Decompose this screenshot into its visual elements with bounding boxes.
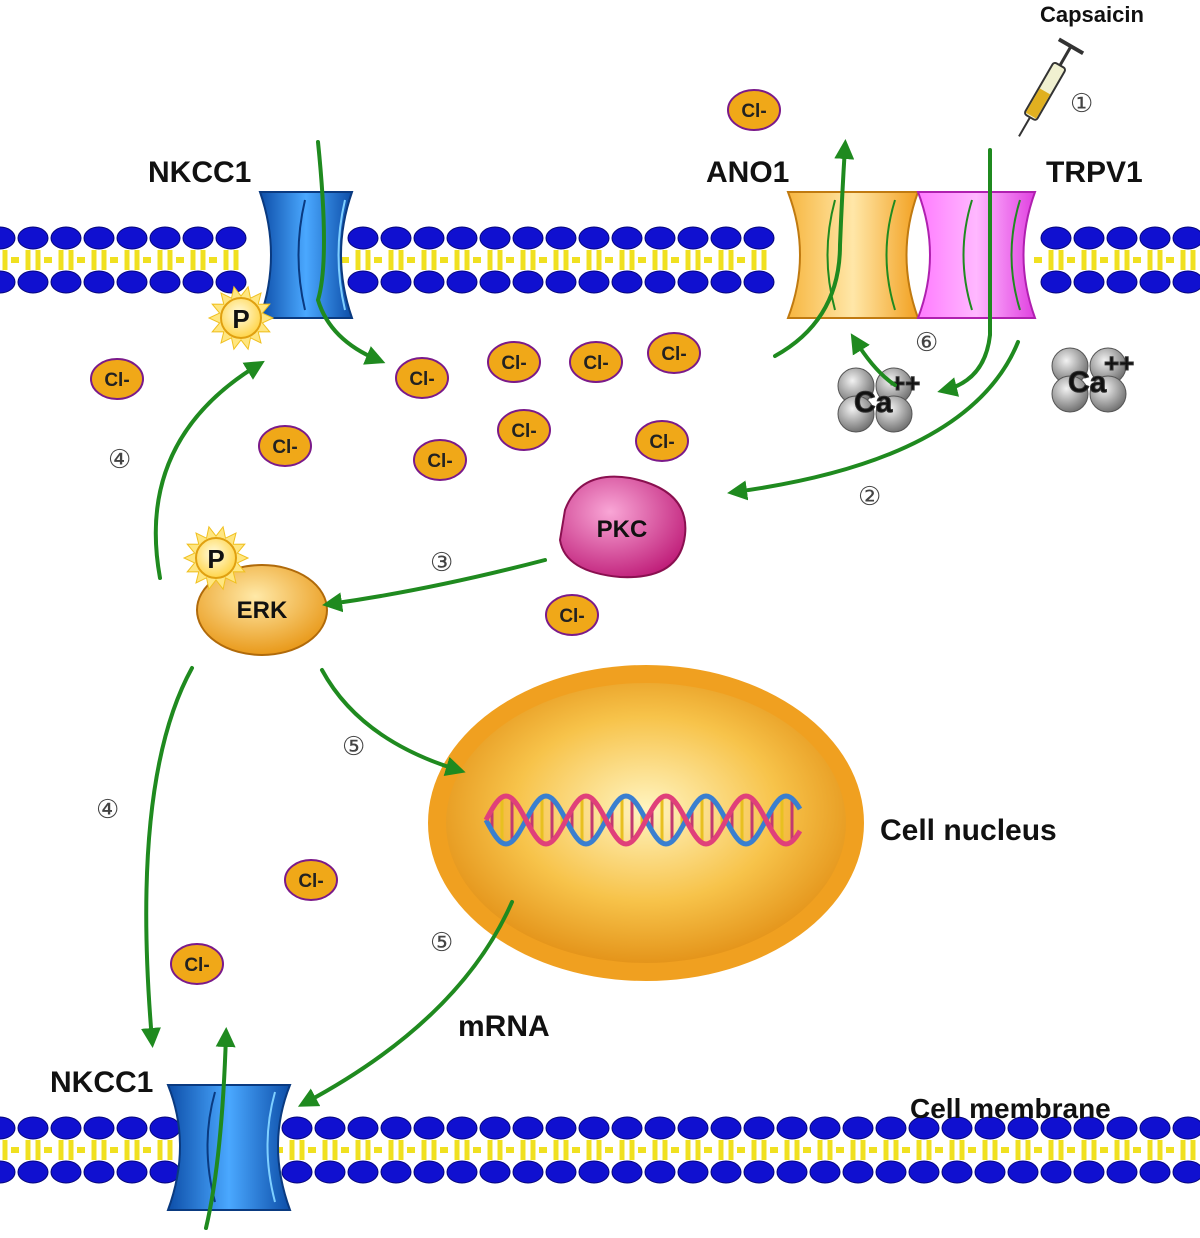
svg-text:Cl-: Cl- xyxy=(427,451,452,472)
cell-membrane-bottom xyxy=(0,1116,1200,1184)
arrow-trpv1-calcium xyxy=(937,148,992,397)
calcium-ion-2: Ca ++ xyxy=(1051,347,1135,413)
chloride-ion: Cl- xyxy=(545,594,599,636)
svg-text:ERK: ERK xyxy=(237,597,288,624)
step-6-label: ⑥ xyxy=(915,328,938,358)
cell-nucleus xyxy=(428,665,864,981)
chloride-ion: Cl- xyxy=(569,341,623,383)
nkcc1-bottom-label: NKCC1 xyxy=(50,1066,153,1099)
step-1-label: ① xyxy=(1070,89,1093,119)
chloride-ions: Cl- Cl- Cl- Cl- Cl- Cl- Cl- Cl- Cl- Cl- Cl- Cl- Cl- xyxy=(90,89,781,985)
svg-text:Cl-: Cl- xyxy=(661,344,686,365)
svg-text:++: ++ xyxy=(1104,348,1134,378)
chloride-ion: Cl- xyxy=(497,409,551,451)
arrow-erk-nkcc1-top xyxy=(153,360,265,580)
step-5-label-top: ⑤ xyxy=(342,732,365,762)
svg-text:Cl-: Cl- xyxy=(649,432,674,453)
nkcc1-top-label: NKCC1 xyxy=(148,156,251,189)
cell-membrane-top xyxy=(0,226,1200,294)
ano1-label: ANO1 xyxy=(706,156,789,189)
arrow-trpv1-pkc xyxy=(727,340,1020,501)
svg-text:Cl-: Cl- xyxy=(272,437,297,458)
erk-node: ERK xyxy=(196,564,328,656)
step-4-label-top: ④ xyxy=(108,445,131,475)
chloride-ion: Cl- xyxy=(727,89,781,131)
chloride-ion: Cl- xyxy=(635,420,689,462)
phospho-badge-top: P xyxy=(207,285,275,351)
chloride-ion: Cl- xyxy=(258,425,312,467)
pkc-node: PKC xyxy=(558,475,687,579)
nkcc1-bottom-channel xyxy=(166,1084,292,1211)
chloride-ion: Cl- xyxy=(413,439,467,481)
cell-nucleus-label: Cell nucleus xyxy=(880,814,1057,847)
mrna-label: mRNA xyxy=(458,1010,550,1043)
svg-text:Cl-: Cl- xyxy=(559,606,584,627)
arrow-erk-nkcc1-bottom xyxy=(141,666,194,1048)
svg-text:P: P xyxy=(232,304,249,334)
svg-text:Cl-: Cl- xyxy=(298,871,323,892)
trpv1-label: TRPV1 xyxy=(1046,156,1143,189)
svg-text:PKC: PKC xyxy=(597,516,648,543)
syringe-icon xyxy=(1018,37,1085,137)
chloride-ion: Cl- xyxy=(284,859,338,901)
cell-membrane-label: Cell membrane xyxy=(910,1093,1111,1124)
pathway-arrows xyxy=(141,139,1020,1230)
svg-text:Cl-: Cl- xyxy=(511,421,536,442)
capsaicin-label: Capsaicin xyxy=(1040,2,1144,27)
arrow-mrna-nkcc1 xyxy=(297,900,514,1107)
svg-text:Cl-: Cl- xyxy=(409,369,434,390)
arrow-erk-nucleus xyxy=(320,668,466,777)
trpv1-channel xyxy=(916,191,1037,319)
svg-text:Cl-: Cl- xyxy=(184,955,209,976)
calcium-ion-1: Ca ++ xyxy=(837,367,921,433)
dna-helix-icon xyxy=(483,793,803,847)
chloride-ion: Cl- xyxy=(395,357,449,399)
svg-text:P: P xyxy=(207,544,224,574)
arrow-nkcc1-bottom-influx xyxy=(204,1027,236,1230)
svg-text:Ca: Ca xyxy=(854,386,893,419)
svg-text:Cl-: Cl- xyxy=(104,370,129,391)
nkcc1-top-channel xyxy=(258,191,354,319)
arrow-ano1-efflux xyxy=(773,139,855,358)
step-4-label-bottom: ④ xyxy=(96,795,119,825)
chloride-ion: Cl- xyxy=(90,358,144,400)
svg-text:Cl-: Cl- xyxy=(741,101,766,122)
chloride-ion: Cl- xyxy=(487,341,541,383)
phospho-badge-erk: P xyxy=(182,525,250,591)
ano1-channel xyxy=(786,191,920,319)
step-2-label: ② xyxy=(858,482,881,512)
step-5-label-bottom: ⑤ xyxy=(430,928,453,958)
chloride-ion: Cl- xyxy=(647,332,701,374)
svg-text:Ca: Ca xyxy=(1068,366,1107,399)
svg-text:Cl-: Cl- xyxy=(583,353,608,374)
svg-text:Cl-: Cl- xyxy=(501,353,526,374)
step-3-label: ③ xyxy=(430,548,453,578)
arrow-pkc-erk xyxy=(322,558,547,613)
chloride-ion: Cl- xyxy=(170,943,224,985)
arrow-calcium-ano1 xyxy=(850,333,897,387)
arrow-nkcc1-top-influx xyxy=(315,140,386,365)
